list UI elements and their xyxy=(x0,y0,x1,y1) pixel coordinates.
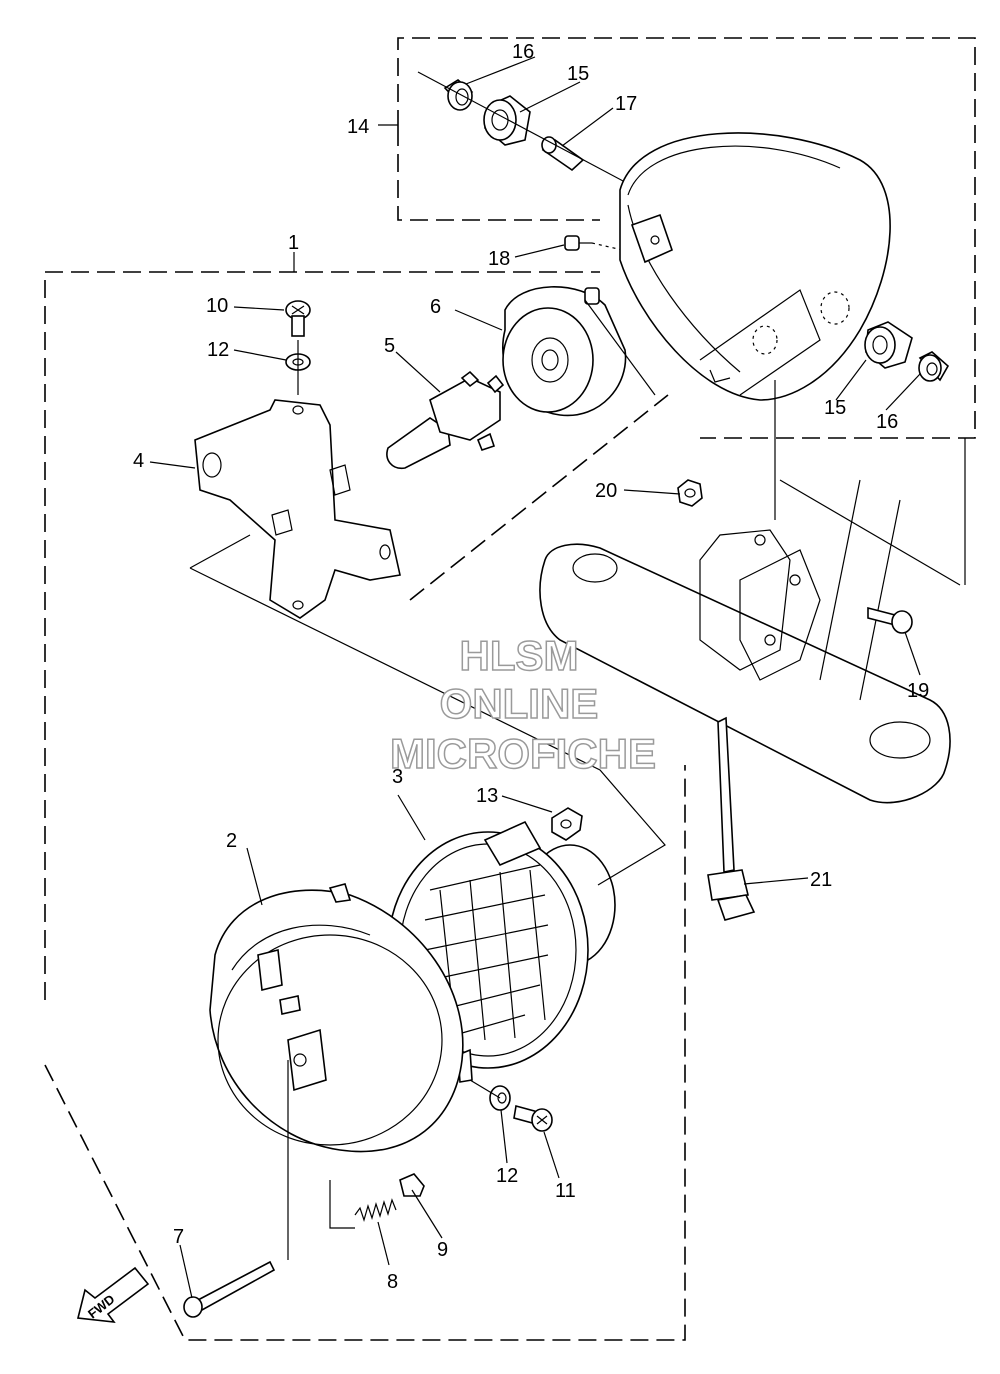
screw-part-10 xyxy=(285,300,311,337)
bulb-socket-part-6 xyxy=(502,286,627,417)
bush-part-16-upper xyxy=(443,79,474,111)
headlight-assembly-box xyxy=(44,271,686,1341)
collar-part-17 xyxy=(541,136,585,172)
nut-part-20 xyxy=(677,479,703,507)
callout-12-top: 12 xyxy=(207,339,229,361)
callout-7: 7 xyxy=(173,1226,184,1248)
callout-9: 9 xyxy=(437,1239,448,1261)
bolt-part-19 xyxy=(867,606,913,634)
headlight-housing xyxy=(619,132,891,401)
watermark: HLSM ONLINE MICROFICHE xyxy=(389,631,657,778)
callouts: 1 2 3 4 5 6 7 8 9 10 11 12 12 13 14 15 1… xyxy=(133,41,929,1293)
screw-part-18 xyxy=(564,235,592,251)
callout-21: 21 xyxy=(810,869,832,891)
callout-8: 8 xyxy=(387,1271,398,1293)
callout-11: 11 xyxy=(555,1180,576,1202)
callout-16-upper: 16 xyxy=(512,41,534,63)
callout-5: 5 xyxy=(384,335,395,357)
assembly-lines xyxy=(189,299,966,1260)
headlight-rim-part-2 xyxy=(209,883,464,1153)
bulb-part-5 xyxy=(386,370,505,470)
cable-tie-part-21 xyxy=(707,716,756,921)
callout-20: 20 xyxy=(595,480,617,502)
callout-15-upper: 15 xyxy=(567,63,589,85)
screw-part-11 xyxy=(513,1104,553,1132)
callout-13: 13 xyxy=(476,785,498,807)
watermark-line-2: ONLINE xyxy=(440,680,599,727)
housing-assembly-box xyxy=(397,37,976,439)
nut-part-9 xyxy=(399,1173,425,1197)
callout-10: 10 xyxy=(206,295,228,317)
callout-14: 14 xyxy=(347,116,369,138)
callout-6: 6 xyxy=(430,296,441,318)
watermark-line-1: HLSM xyxy=(460,632,579,679)
watermark-line-3: MICROFICHE xyxy=(390,730,656,777)
leader-lines xyxy=(149,56,921,1299)
callout-12-lower: 12 xyxy=(496,1165,518,1187)
damper-part-15-right xyxy=(864,321,913,369)
callout-16-right: 16 xyxy=(876,411,898,433)
callout-17: 17 xyxy=(615,93,637,115)
damper-part-15-upper xyxy=(483,95,531,146)
callout-2: 2 xyxy=(226,830,237,852)
spring-part-8 xyxy=(354,1198,397,1223)
nut-part-13 xyxy=(551,807,583,841)
screw-part-7 xyxy=(183,1260,276,1318)
bracket-assembly xyxy=(539,479,961,804)
forward-direction-arrow: FWD xyxy=(77,1266,150,1323)
callout-3: 3 xyxy=(392,766,403,788)
bush-part-16-right xyxy=(918,351,950,382)
callout-1: 1 xyxy=(288,232,299,254)
callout-18: 18 xyxy=(488,248,510,270)
callout-15-right: 15 xyxy=(824,397,846,419)
callout-4: 4 xyxy=(133,450,144,472)
bracket-part-4 xyxy=(194,399,401,619)
callout-19: 19 xyxy=(907,680,929,702)
